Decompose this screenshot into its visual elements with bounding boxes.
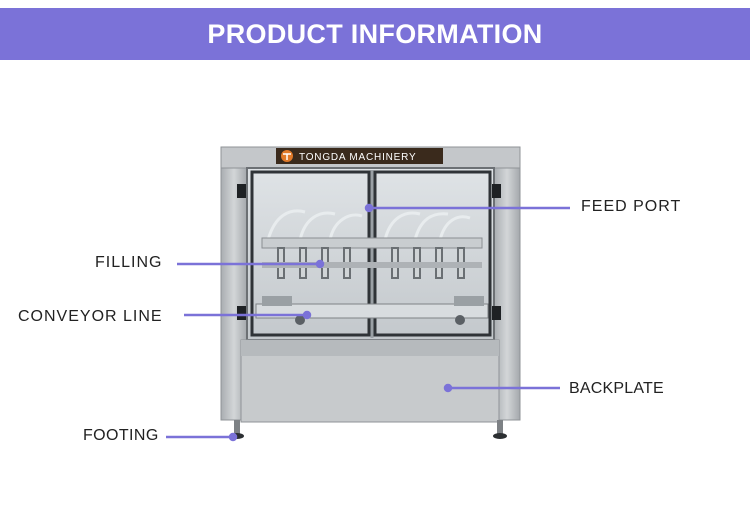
- brand-name: TONGDA MACHINERY: [299, 152, 416, 163]
- hinge: [492, 184, 501, 198]
- right-door: [373, 170, 492, 337]
- feed-port-label: FEED PORT: [581, 198, 682, 215]
- hinge: [237, 306, 246, 320]
- footing-label: FOOTING: [83, 427, 159, 444]
- banner-title: PRODUCT INFORMATION: [207, 19, 543, 49]
- left-door: [250, 170, 371, 337]
- right-foot: [497, 420, 503, 434]
- left-foot: [234, 420, 240, 434]
- manifold: [261, 237, 483, 249]
- hinge: [492, 306, 501, 320]
- brand-plate: [276, 148, 443, 164]
- title-banner: [0, 8, 750, 60]
- hinge: [237, 184, 246, 198]
- backplate-label: BACKPLATE: [569, 380, 664, 397]
- filling-label: FILLING: [95, 254, 163, 271]
- nozzle-bar: [262, 262, 482, 268]
- conveyor: [255, 303, 489, 319]
- conveyor-line-label: CONVEYOR LINE: [18, 308, 163, 325]
